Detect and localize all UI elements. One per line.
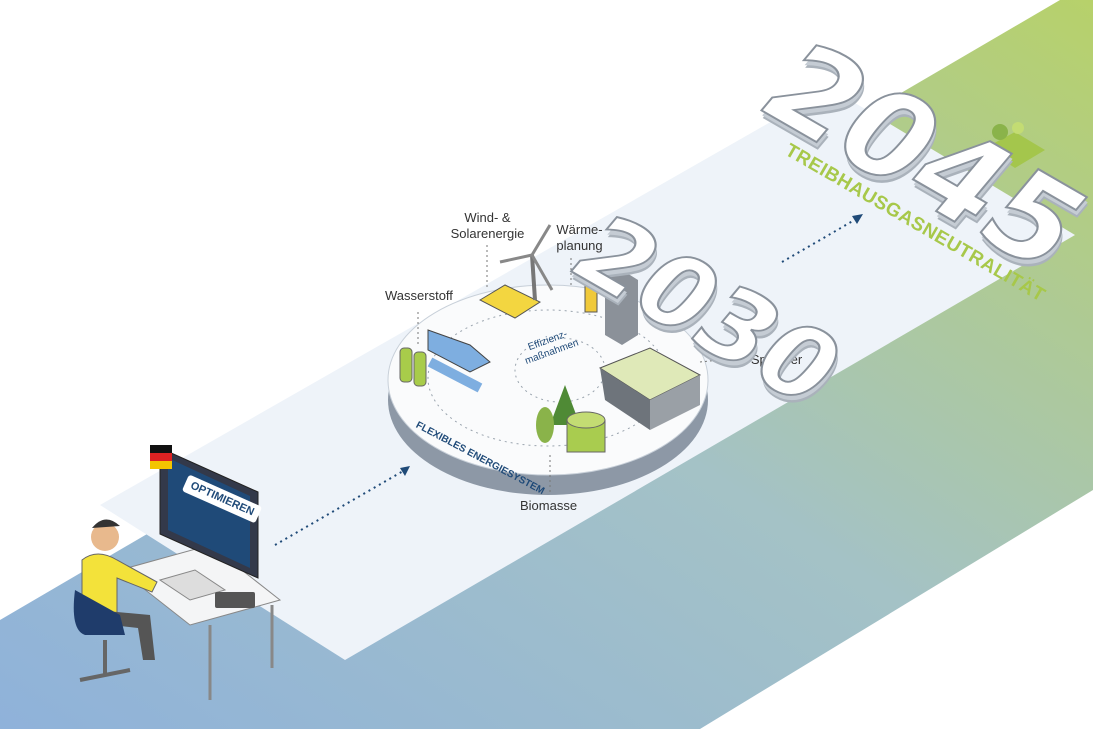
label-co2-speicher: CO₂-Speicher: [722, 352, 803, 367]
label-wasserstoff: Wasserstoff: [385, 288, 453, 303]
wind-turbine-icon: [530, 254, 537, 301]
label-biomasse: Biomasse: [520, 498, 578, 513]
label-waermeplanung: Wärme-planung: [556, 222, 603, 253]
arrow-icon: [274, 217, 859, 546]
building-icon: [605, 270, 638, 345]
office-chair: [73, 590, 125, 635]
solar-panel-icon: [478, 284, 542, 319]
hydrogen-tanks-icon: [399, 347, 413, 383]
landscape-icon: [985, 132, 1045, 168]
flag-icon: [150, 445, 172, 453]
ship-icon: [427, 329, 491, 373]
person-body: [81, 553, 158, 619]
person-head: [91, 523, 119, 551]
thermometer-icon: [584, 281, 598, 313]
keyboard: [158, 569, 227, 601]
tablet: [215, 592, 255, 608]
label-wind-solar: Wind- & Solarenergie: [450, 210, 525, 241]
